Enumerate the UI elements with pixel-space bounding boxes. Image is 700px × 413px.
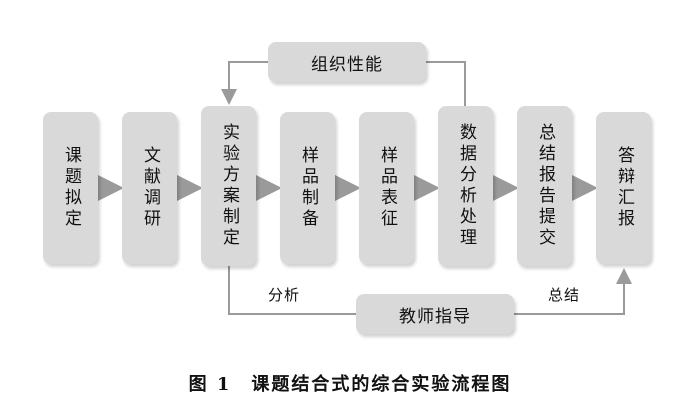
step-label: 样品表征 [377,146,397,230]
mentor-label: 教师指导 [399,306,471,327]
step-label: 实验方案制定 [219,123,239,249]
figure-caption: 图 1 课题结合式的综合实验流程图 [188,374,512,395]
step-label: 课题拟定 [61,146,81,230]
step-label: 文献调研 [140,146,160,230]
step-label: 答辩汇报 [614,146,634,230]
step-defense-presentation: 答辩汇报 [596,112,651,264]
step-literature-review: 文献调研 [122,112,177,264]
step-report-submission: 总结报告提交 [517,106,572,266]
feedback-label: 组织性能 [311,54,383,75]
feedback-box-microstructure: 组织性能 [268,42,426,82]
step-label: 总结报告提交 [535,123,555,249]
step-sample-preparation: 样品制备 [280,112,335,264]
step-topic-selection: 课题拟定 [43,112,98,264]
step-label: 样品制备 [298,146,318,230]
step-label: 数据分析处理 [456,123,476,249]
step-experiment-plan: 实验方案制定 [201,106,256,266]
edge-label-analysis: 分析 [268,284,301,305]
mentor-guidance-box: 教师指导 [356,294,514,334]
step-data-analysis: 数据分析处理 [438,106,493,266]
step-sample-characterization: 样品表征 [359,112,414,264]
edge-label-summary: 总结 [548,284,581,305]
